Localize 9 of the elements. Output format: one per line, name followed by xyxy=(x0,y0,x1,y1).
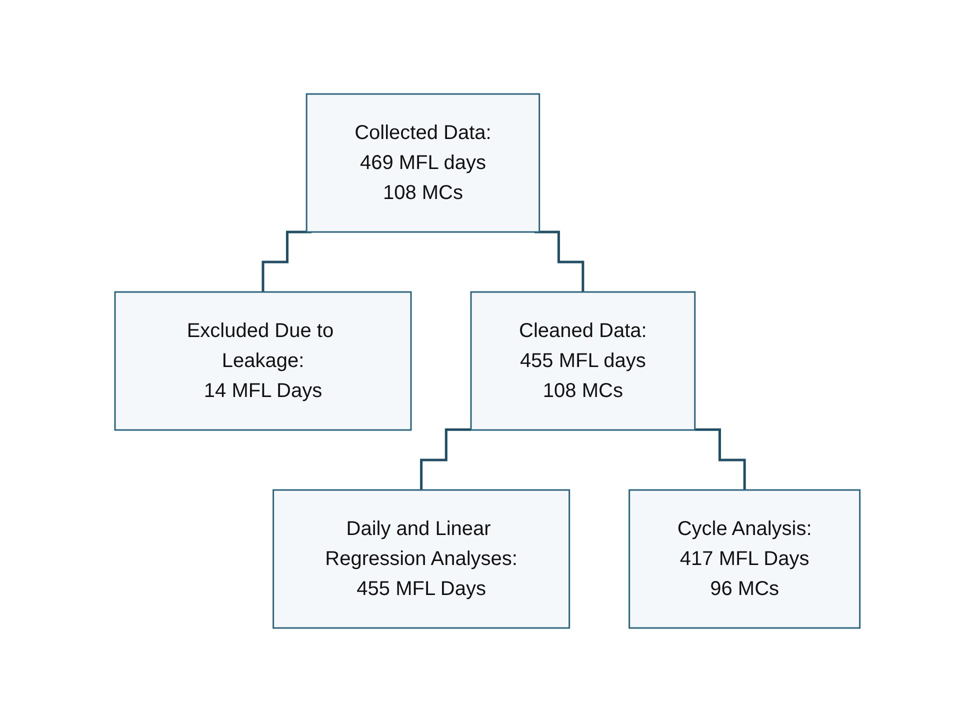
connector xyxy=(694,428,746,492)
node-box: Daily and Linear Regression Analyses: 455 MFL Days xyxy=(272,489,570,629)
node-box: Cycle Analysis: 417 MFL Days 96 MCs xyxy=(628,489,860,629)
node-box: Cleaned Data: 455 MFL days 108 MCs xyxy=(470,291,696,431)
node-box: Collected Data: 469 MFL days 108 MCs xyxy=(305,93,540,233)
connector xyxy=(534,230,584,294)
connector xyxy=(420,428,471,492)
connector xyxy=(261,230,312,294)
node-box: Excluded Due to Leakage: 14 MFL Days xyxy=(114,291,412,431)
